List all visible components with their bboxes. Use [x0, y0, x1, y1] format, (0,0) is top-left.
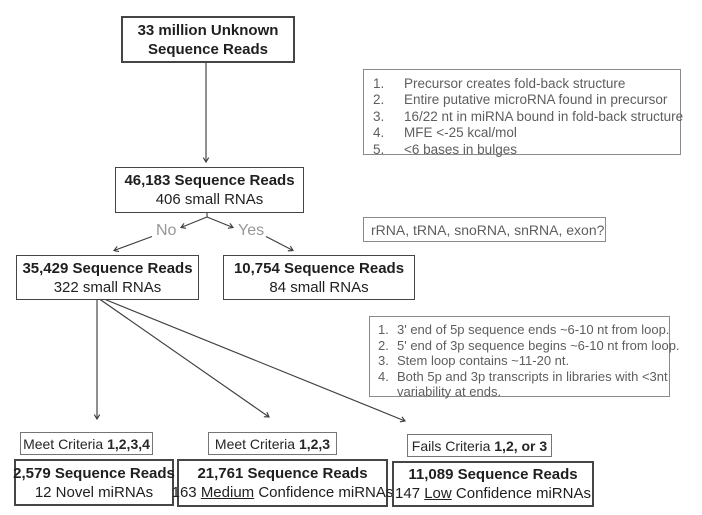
criteria1-item: 3. 16/22 nt in miRNA bound in fold-back …	[373, 108, 684, 124]
box-33-million-line2: Sequence Reads	[147, 40, 269, 58]
box-2579-line1: 2,579 Sequence Reads	[13, 464, 175, 482]
criteria1-item: 2. Entire putative microRNA found in pre…	[373, 92, 668, 108]
box-21761: 21,761 Sequence Reads 163 Medium Confide…	[172, 459, 393, 507]
box-46183: 46,183 Sequence Reads 406 small RNAs	[115, 167, 304, 213]
criteria1-item: 4. MFE <-25 kcal/mol	[373, 125, 517, 141]
box-21761-line2: 163 Medium Confidence miRNAs	[171, 484, 394, 501]
branch-right	[206, 216, 235, 229]
rrna-note-text: rRNA, tRNA, snoRNA, snRNA, exon?	[371, 221, 605, 238]
arrow-yes-to-10754	[265, 235, 294, 252]
box-33-million-line1: 33 million Unknown	[137, 21, 279, 39]
criteria1-item: 1. Precursor creates fold-back structure	[373, 76, 626, 91]
branch-left	[179, 216, 208, 229]
box-21761-line1: 21,761 Sequence Reads	[197, 465, 368, 482]
criteria1-item: 5. <6 bases in bulges	[373, 141, 517, 157]
criteria2-item: 1. 3' end of 5p sequence ends ~6-10 nt f…	[378, 322, 670, 337]
box-35429-line1: 35,429 Sequence Reads	[22, 259, 193, 277]
criteria2-item: 3. Stem loop contains ~11-20 nt.	[378, 353, 570, 369]
box-35429-line2: 322 small RNAs	[53, 278, 162, 296]
box-11089-line1: 11,089 Sequence Reads	[408, 466, 578, 483]
arrow-no-to-35429	[112, 235, 153, 253]
branch-label-no: No	[156, 222, 177, 239]
box-2579-line2: 12 Novel miRNAs	[34, 483, 154, 501]
criteria2-item: 4. Both 5p and 3p transcripts in librari…	[378, 368, 668, 400]
box-10754: 10,754 Sequence Reads 84 small RNAs	[223, 255, 415, 300]
label-meet-criteria-123: Meet Criteria 1,2,3	[208, 432, 337, 455]
box-11089: 11,089 Sequence Reads 147 Low Confidence…	[392, 461, 594, 507]
branch-label-yes: Yes	[238, 222, 265, 239]
arrow-35429-to-meet123	[97, 297, 270, 418]
label-fails-criteria: Fails Criteria 1,2, or 3	[407, 434, 552, 457]
box-33-million: 33 million Unknown Sequence Reads	[121, 16, 295, 63]
box-35429: 35,429 Sequence Reads 322 small RNAs	[16, 255, 199, 300]
criteria2-item: 2. 5' end of 3p sequence begins ~6-10 nt…	[378, 337, 680, 353]
criteria-list-stemloop: 1. 3' end of 5p sequence ends ~6-10 nt f…	[369, 316, 680, 400]
box-2579: 2,579 Sequence Reads 12 Novel miRNAs	[13, 459, 175, 506]
label-meet-criteria-1234: Meet Criteria 1,2,3,4	[20, 432, 153, 455]
box-11089-line2: 147 Low Confidence miRNAs	[395, 485, 591, 502]
box-46183-line1: 46,183 Sequence Reads	[124, 172, 295, 189]
criteria-list-precursor: 1. Precursor creates fold-back structure…	[363, 69, 684, 157]
rrna-note: rRNA, tRNA, snoRNA, snRNA, exon?	[363, 217, 606, 242]
box-10754-line2: 84 small RNAs	[269, 278, 369, 296]
box-10754-line1: 10,754 Sequence Reads	[233, 259, 405, 277]
box-46183-line2: 406 small RNAs	[155, 191, 264, 208]
arrow-35429-to-fails	[98, 296, 407, 423]
